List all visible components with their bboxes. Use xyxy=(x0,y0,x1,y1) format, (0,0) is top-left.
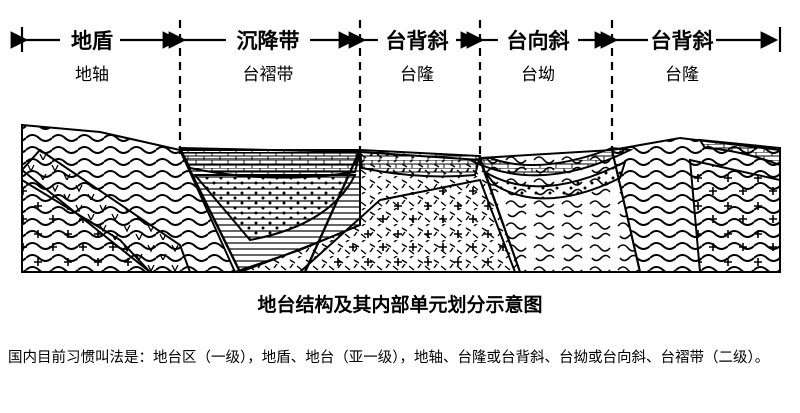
region-label-main: 地盾 xyxy=(71,29,113,53)
geologic-cross-section-diagram: 地盾 地轴 沉降带 台褶带 台背斜 台隆 台向斜 台坳 台背斜 台隆 xyxy=(10,20,782,274)
region-label-sub: 台隆 xyxy=(400,65,434,85)
fault-line xyxy=(178,149,242,273)
explanatory-note: 国内目前习惯叫法是：地台区（一级），地盾、地台（亚一级），地轴、台隆或台背斜、台… xyxy=(8,350,770,366)
region-label-sub: 台褶带 xyxy=(243,65,294,85)
region-label-main: 台背斜 xyxy=(651,29,714,53)
cross-section xyxy=(20,123,781,274)
region-dimension-bar xyxy=(10,27,782,52)
region-label-main: 台向斜 xyxy=(507,29,570,53)
trough-dotted-layer xyxy=(192,174,357,242)
anticline-cover xyxy=(358,148,482,178)
region-label-sub: 台坳 xyxy=(521,65,555,85)
fault-line xyxy=(303,149,362,273)
region-label-main: 沉降带 xyxy=(237,29,300,53)
right-anticline-core xyxy=(688,158,781,273)
region-divider-lines xyxy=(178,20,614,165)
figure-caption: 地台结构及其内部单元划分示意图 xyxy=(257,294,543,316)
region-label-sub: 台隆 xyxy=(665,65,699,85)
region-label-sub: 地轴 xyxy=(75,65,109,85)
region-labels: 地盾 地轴 沉降带 台褶带 台背斜 台隆 台向斜 台坳 台背斜 台隆 xyxy=(71,29,714,85)
right-anticline-cover xyxy=(698,138,781,167)
region-label-main: 台背斜 xyxy=(386,29,449,53)
trough-limestone-cover xyxy=(178,146,362,179)
